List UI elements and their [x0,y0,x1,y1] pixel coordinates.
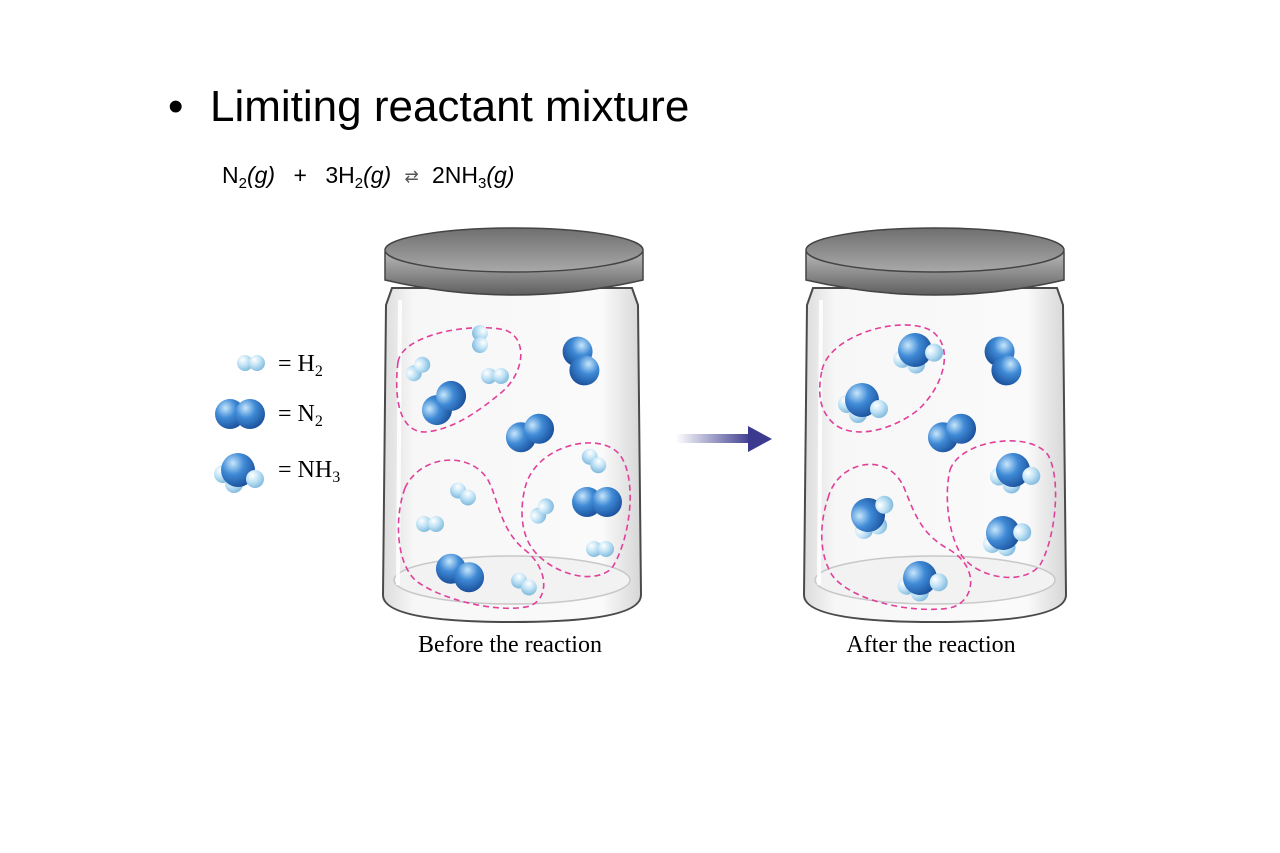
equilibrium-arrow-icon: ⇄ [404,167,419,186]
title-text: Limiting reactant mixture [210,82,690,131]
eq-h2-sub: 2 [354,175,364,192]
eq-nh3-sub: 3 [477,175,487,192]
legend-h2-text: = H [278,351,315,377]
legend-h2-label: = H2 [278,350,323,380]
eq-plus: + [293,162,307,188]
bullet-icon: • [168,82,184,131]
legend-nh3-label: = NH3 [278,456,341,486]
legend-n2-label: = N2 [278,400,323,430]
legend-n2-icon [215,399,265,429]
group-loop [946,440,1057,579]
legend-n2-sub: 2 [314,413,323,430]
legend-nh3-icon [214,453,264,493]
legend-h2-sub: 2 [314,363,323,380]
group-loop [397,459,545,610]
eq-n2: N [222,162,239,188]
eq-nh3: 2NH [431,162,478,188]
reaction-arrow-icon [676,426,772,452]
legend-n2-text: = N [278,401,315,427]
caption-after: After the reaction [846,632,1016,658]
chemical-equation: N2(g) + 3H2(g) ⇄ 2NH3(g) [222,160,514,192]
legend-nh3-sub: 3 [332,469,341,486]
eq-nh3-state: (g) [486,162,515,188]
jar-before [381,227,644,624]
eq-h2: 3H [325,162,355,188]
caption-before: Before the reaction [418,632,602,658]
group-loop [395,326,522,433]
eq-h2-state: (g) [363,162,392,188]
legend-nh3-text: = NH [278,457,333,483]
eq-n2-sub: 2 [238,175,247,192]
jar-after [802,227,1068,624]
group-loop [521,442,631,578]
legend-h2-icon [237,355,265,371]
slide-title: • Limiting reactant mixture [168,80,689,134]
eq-n2-state: (g) [246,162,276,188]
group-loop [820,463,972,611]
